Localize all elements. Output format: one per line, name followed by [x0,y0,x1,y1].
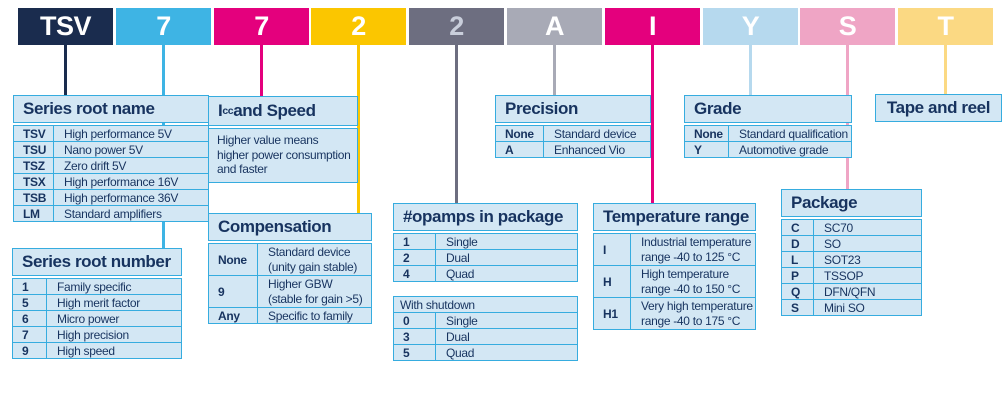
connector-line-opamps [455,45,458,204]
connector-line-precision [553,45,556,96]
part-block-icc-speed: 7 [214,8,309,45]
connector-line-compensation [357,45,360,214]
connector-line-tape-reel [944,45,947,95]
precision-title: Precision [495,95,651,123]
connector-line-icc-speed [260,45,263,97]
part-block-compensation: 2 [311,8,406,45]
series-root-name-title: Series root name [13,95,209,123]
spacer [393,282,578,296]
connector-line-temperature [651,45,654,204]
part-block-precision: A [507,8,602,45]
connector-line-grade [749,45,752,96]
part-block-grade: Y [703,8,798,45]
part-block-temperature: I [605,8,700,45]
tape-and-reel-title: Tape and reel [875,94,1002,122]
compensation-title: Compensation [208,213,372,241]
part-block-root-number: 7 [116,8,211,45]
connector-line-series-root [64,45,67,96]
temperature-range-title: Temperature range [593,203,756,231]
icc-and-speed-note: Higher value means higher power consumpt… [217,133,351,177]
part-block-tape-reel: T [898,8,993,45]
grade-title: Grade [684,95,852,123]
series-root-number-title: Series root number [12,248,182,276]
tape-and-reel-box: Tape and reel [875,94,1002,122]
with-shutdown-subheader: With shutdown [400,297,475,312]
opamps-in-package-title: #opamps in package [393,203,578,231]
part-block-package: S [800,8,895,45]
icc-and-speed-body: Higher value means higher power consumpt… [208,128,358,183]
part-block-series-root: TSV [18,8,113,45]
part-block-opamps: 2 [409,8,504,45]
package-title: Package [781,189,922,217]
